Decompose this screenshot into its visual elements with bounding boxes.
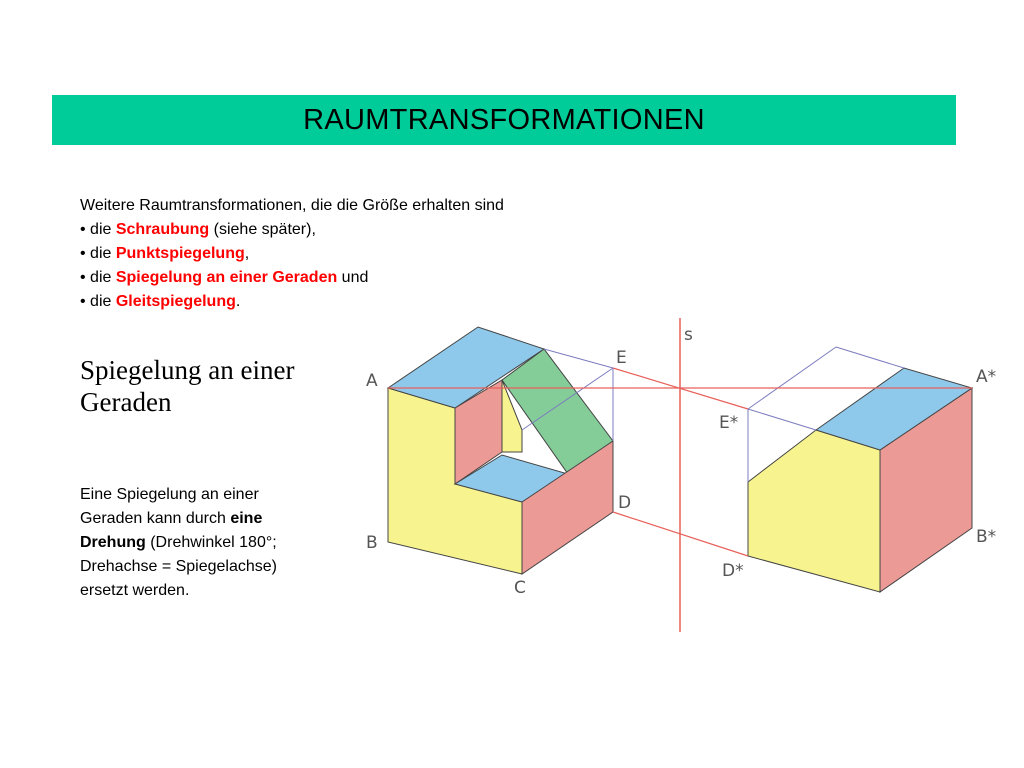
label-d: D: [618, 493, 631, 513]
page-title: RAUMTRANSFORMATIONEN: [303, 103, 705, 136]
bullet-item-spiegelung-geraden: • die Spiegelung an einer Geraden und: [80, 266, 640, 290]
para-text: Drehachse = Spiegelachse): [80, 558, 278, 575]
label-a-star: A*: [976, 367, 996, 387]
bullet: •: [80, 293, 91, 310]
section-heading: Spiegelung an einer Geraden: [80, 354, 370, 418]
correspondence-line-e: [612, 367, 749, 410]
title-bar: RAUMTRANSFORMATIONEN: [52, 95, 956, 145]
bullet-highlight: Gleitspiegelung: [115, 293, 236, 310]
label-a: A: [366, 371, 378, 391]
bullet-prefix: die: [90, 245, 116, 262]
right-hidden-edge: [835, 346, 905, 369]
label-b-star: B*: [976, 527, 996, 547]
bullet-suffix: (siehe später),: [209, 221, 316, 238]
bullet-prefix: die: [90, 293, 116, 310]
para-text: (Drehwinkel 180°;: [145, 534, 277, 551]
bullet: •: [80, 269, 91, 286]
left-notch-inner-face: [501, 379, 523, 453]
right-hidden-edge: [747, 408, 817, 431]
left-hidden-edge: [521, 367, 614, 431]
bullet-highlight: Spiegelung an einer Geraden: [115, 269, 338, 286]
para-text: Geraden kann durch: [80, 510, 231, 527]
bullet-suffix: ,: [244, 245, 250, 262]
right-hidden-edge: [747, 346, 837, 410]
heading-line-1: Spiegelung an einer: [80, 355, 295, 385]
bullet: •: [80, 221, 91, 238]
para-bold: eine: [230, 510, 263, 527]
bullet-highlight: Punktspiegelung: [115, 245, 245, 262]
bullet: •: [80, 245, 91, 262]
label-b: B: [366, 533, 378, 553]
label-e-star: E*: [719, 413, 738, 433]
reflection-diagram: s A B C D E A* B* D* E*: [366, 318, 996, 632]
para-text: Eine Spiegelung an einer: [80, 486, 259, 503]
explanation-paragraph: Eine Spiegelung an einer Geraden kann du…: [80, 483, 350, 603]
bullet-suffix: .: [235, 293, 241, 310]
right-front-face: [747, 429, 881, 593]
bullet-item-gleitspiegelung: • die Gleitspiegelung.: [80, 290, 640, 314]
label-e: E: [616, 348, 627, 368]
label-c: C: [514, 578, 526, 598]
bullet-prefix: die: [90, 269, 116, 286]
para-bold: Drehung: [80, 534, 146, 551]
intro-line: Weitere Raumtransformationen, die die Gr…: [80, 197, 504, 214]
left-hidden-edge: [543, 348, 614, 369]
label-d-star: D*: [722, 561, 744, 581]
intro-text: Weitere Raumtransformationen, die die Gr…: [80, 194, 640, 314]
correspondence-line-d: [612, 511, 749, 557]
bullet-suffix: und: [337, 269, 369, 286]
para-text: ersetzt werden.: [80, 582, 190, 599]
label-s: s: [684, 325, 693, 345]
bullet-highlight: Schraubung: [115, 221, 210, 238]
bullet-prefix: die: [90, 221, 116, 238]
bullet-item-schraubung: • die Schraubung (siehe später),: [80, 218, 640, 242]
heading-line-2: Geraden: [80, 387, 172, 417]
bullet-item-punktspiegelung: • die Punktspiegelung,: [80, 242, 640, 266]
